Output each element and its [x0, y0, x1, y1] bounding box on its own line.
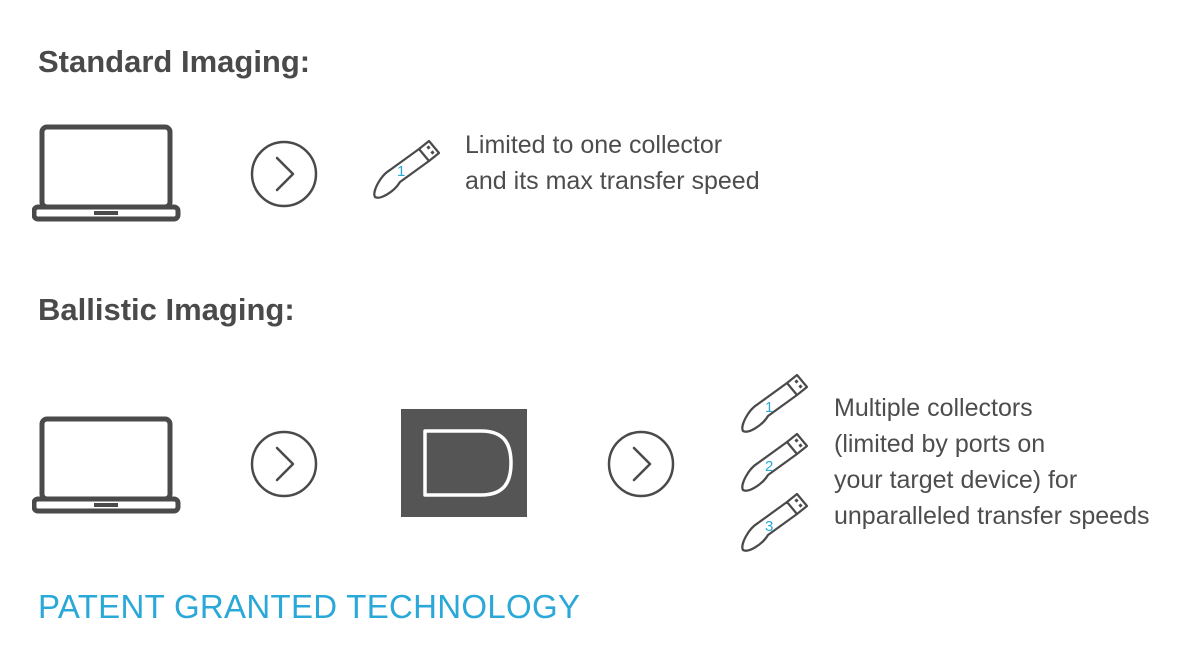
standard-description: Limited to one collector and its max tra…	[465, 127, 760, 199]
arrow-circle-icon	[607, 430, 675, 498]
usb-number: 1	[397, 163, 406, 180]
description-line: and its max transfer speed	[465, 167, 760, 195]
laptop-icon	[32, 124, 181, 222]
ballistic-imaging-heading: Ballistic Imaging:	[38, 292, 295, 327]
description-line: (limited by ports on	[834, 430, 1046, 458]
description-line: your target device) for	[834, 466, 1078, 494]
ballistic-device-icon	[401, 409, 527, 517]
patent-granted-label: PATENT GRANTED TECHNOLOGY	[38, 588, 581, 625]
ballistic-description: Multiple collectors (limited by ports on…	[834, 390, 1149, 534]
usb-number: 1	[765, 399, 774, 416]
usb-number: 2	[765, 458, 774, 475]
laptop-icon	[32, 416, 181, 514]
usb-drive-icon: 3	[740, 487, 812, 559]
standard-imaging-heading: Standard Imaging:	[38, 44, 311, 79]
arrow-circle-icon	[250, 140, 318, 208]
arrow-circle-icon	[250, 430, 318, 498]
description-line: Multiple collectors	[834, 394, 1033, 422]
usb-number: 3	[765, 518, 774, 535]
usb-drive-icon: 1	[740, 368, 812, 440]
usb-drive-icon: 2	[740, 427, 812, 499]
usb-drive-icon: 1	[372, 134, 444, 206]
description-line: Limited to one collector	[465, 131, 723, 159]
description-line: unparalleled transfer speeds	[834, 502, 1150, 530]
